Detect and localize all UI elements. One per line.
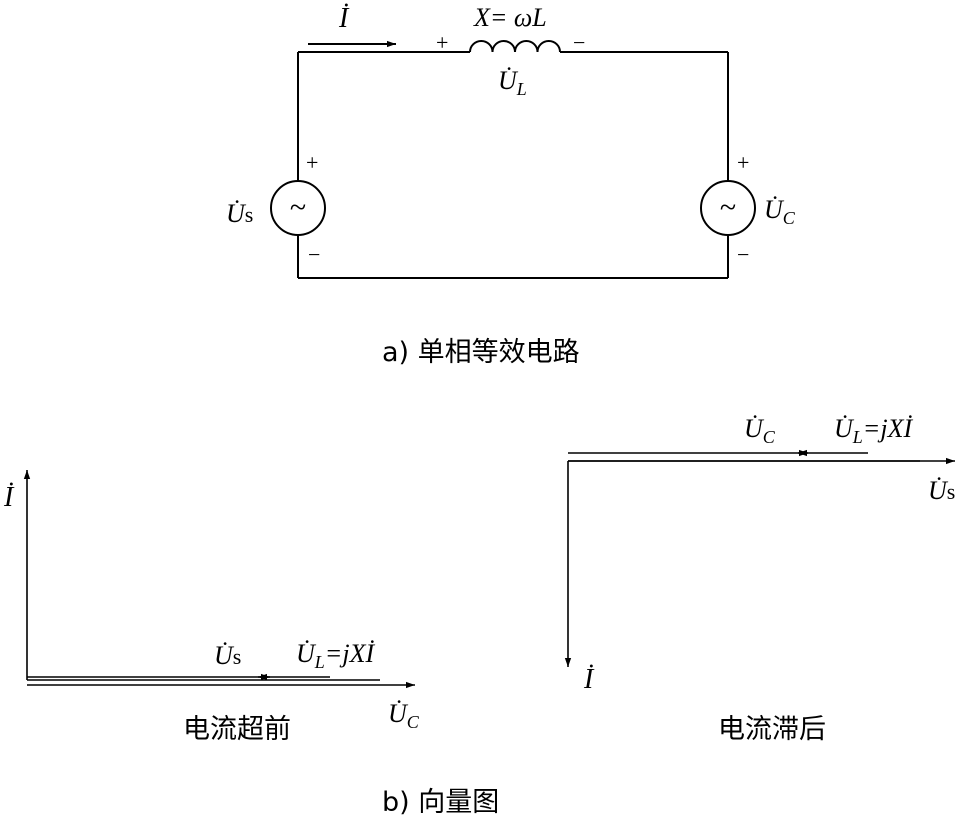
uc-label: U̇C bbox=[764, 195, 796, 228]
phasor-lag bbox=[564, 449, 955, 667]
lag-uc-label: U̇C bbox=[744, 414, 776, 447]
caption-a: a) 单相等效电路 bbox=[382, 337, 580, 368]
caption-lead: 电流超前 bbox=[183, 714, 291, 745]
source-us-plus: + bbox=[306, 150, 318, 175]
lead-us-label: U̇s bbox=[214, 641, 241, 670]
source-uc-plus: + bbox=[737, 150, 749, 175]
lag-us-label: U̇s bbox=[928, 476, 955, 505]
lead-uc-label: U̇C bbox=[388, 699, 420, 732]
source-us-ac-symbol: ~ bbox=[290, 191, 306, 224]
lag-ul-label: U̇L=jXİ bbox=[834, 414, 913, 447]
inductor-plus: + bbox=[436, 30, 448, 55]
circuit-diagram bbox=[270, 40, 756, 279]
current-label: İ bbox=[338, 3, 350, 34]
lag-i-label: İ bbox=[583, 664, 595, 695]
source-uc-minus: − bbox=[737, 242, 749, 267]
phasor-lead bbox=[23, 470, 415, 689]
us-label: U̇s bbox=[226, 199, 253, 228]
inductor-reactance-label: X= ωL bbox=[473, 3, 547, 32]
source-us-circle bbox=[270, 180, 326, 236]
source-uc-circle bbox=[700, 180, 756, 236]
inductor-coil bbox=[469, 40, 561, 53]
caption-b: b) 向量图 bbox=[382, 787, 499, 818]
ul-label: U̇L bbox=[498, 66, 527, 99]
source-us-minus: − bbox=[308, 242, 320, 267]
source-uc-ac-symbol: ~ bbox=[720, 191, 736, 224]
lead-ul-label: U̇L=jXİ bbox=[296, 639, 375, 672]
inductor-minus: − bbox=[573, 30, 585, 55]
lead-i-label: İ bbox=[3, 482, 15, 513]
caption-lag: 电流滞后 bbox=[718, 714, 826, 745]
